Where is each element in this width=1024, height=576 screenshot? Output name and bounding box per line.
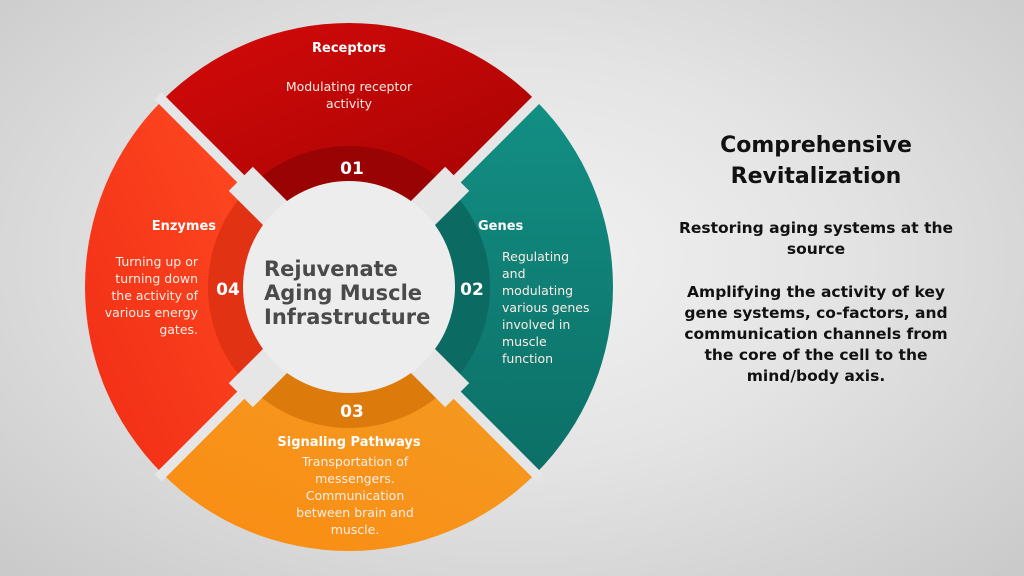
segment-number-02: 02 — [460, 280, 484, 300]
segment-description-left-line: gates. — [159, 322, 198, 337]
segment-left-inner-band — [208, 187, 276, 387]
side-panel-body: Amplifying the activity of key gene syst… — [684, 283, 948, 385]
segment-description-top-line: activity — [326, 96, 373, 111]
center-hub — [243, 181, 455, 393]
center-title-line: Rejuvenate — [264, 257, 398, 281]
segment-description-right-line: and — [502, 266, 526, 281]
segment-top-inner-band — [249, 146, 449, 214]
segment-description-top: Modulating receptor activity — [286, 79, 413, 111]
segment-description-right-line: function — [502, 351, 553, 366]
segment-description-right-line: involved in — [502, 317, 570, 332]
segment-description-left-line: turning down — [115, 271, 198, 286]
segment-top-outer — [162, 23, 536, 189]
segment-number-03: 03 — [340, 402, 364, 422]
segment-title-left: Enzymes — [152, 219, 217, 234]
segment-bottom-inner-band — [249, 360, 449, 428]
segment-description-right-line: modulating — [502, 283, 573, 298]
segment-description-bottom-line: Communication — [306, 488, 405, 503]
center-title-line: Aging Muscle — [264, 281, 422, 305]
segment-description-left-line: the activity of — [111, 288, 198, 303]
side-panel-subtitle: Restoring aging systems at the source — [678, 219, 954, 258]
segment-right-inner-band — [422, 187, 490, 387]
segment-bottom-outer — [162, 385, 536, 551]
segment-description-bottom-line: muscle. — [331, 522, 380, 537]
segment-description-top-line: Modulating receptor — [286, 79, 413, 94]
side-panel-title: Comprehensive Revitalization — [720, 133, 912, 189]
segment-description-left-line: Turning up or — [115, 254, 199, 269]
side-panel: Comprehensive Revitalization Restoring a… — [676, 130, 956, 387]
segment-description-right-line: Regulating — [502, 249, 569, 264]
segment-description-left-line: various energy — [105, 305, 199, 320]
segment-description-right-line: muscle — [502, 334, 547, 349]
segment-description-right: Regulating and modulating various genes invo… — [502, 249, 589, 366]
segment-left-outer — [85, 100, 251, 474]
segment-title-bottom: Signaling Pathways — [277, 435, 420, 450]
segment-number-04: 04 — [216, 280, 240, 300]
segment-right-outer — [447, 100, 614, 474]
segment-description-bottom: Transportation of messengers. Communicatio… — [296, 454, 414, 537]
segment-title-right: Genes — [478, 219, 524, 234]
segment-description-bottom-line: between brain and — [296, 505, 414, 520]
segment-description-bottom-line: messengers. — [315, 471, 395, 486]
segment-number-01: 01 — [340, 159, 364, 179]
segment-description-right-line: various genes — [502, 300, 589, 315]
segment-description-bottom-line: Transportation of — [301, 454, 409, 469]
segment-description-left: Turning up or turning down the activity of… — [105, 254, 199, 337]
segment-title-top: Receptors — [312, 41, 386, 56]
center-title-line: Infrastructure — [264, 305, 430, 329]
